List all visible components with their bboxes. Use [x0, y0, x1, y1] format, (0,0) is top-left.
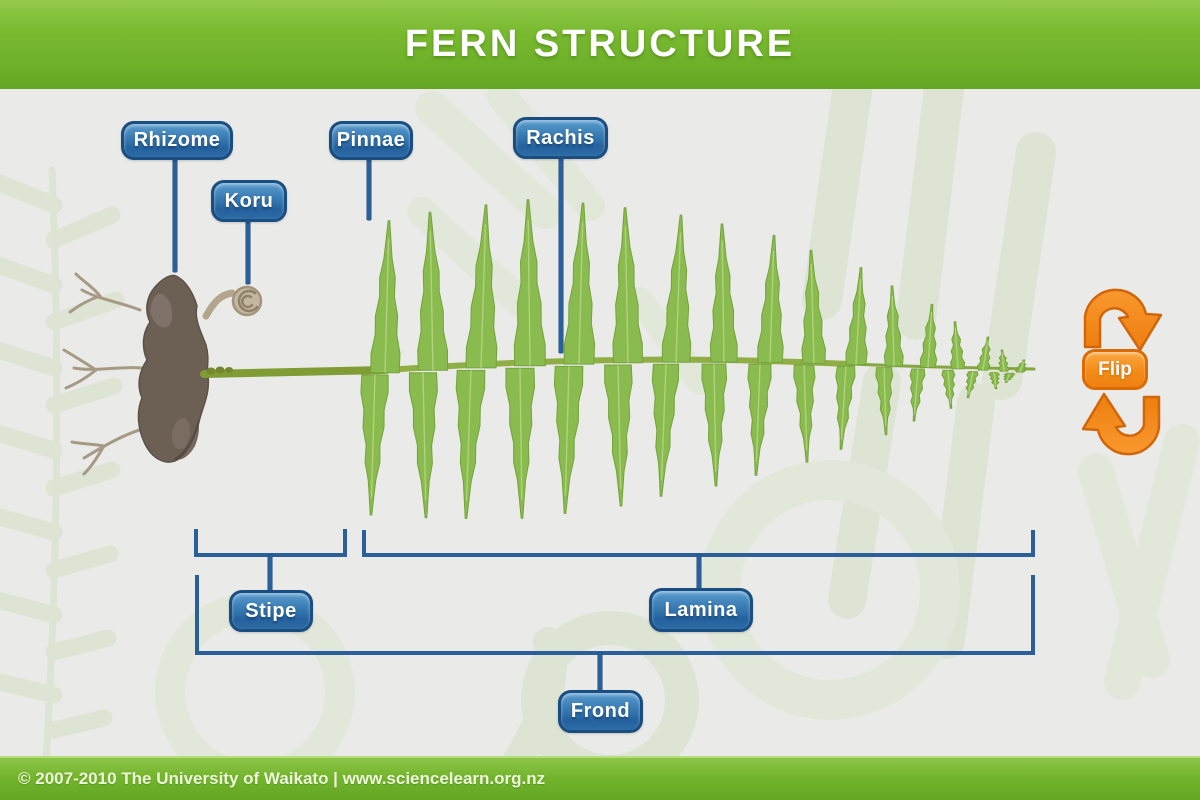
stipe-bracket [194, 529, 347, 557]
rachis-pointer-line [559, 156, 563, 353]
label-rachis: Rachis [513, 117, 608, 159]
rhizome-roots [62, 272, 148, 476]
lamina-bracket [362, 530, 1035, 557]
page-title: FERN STRUCTURE [404, 23, 796, 65]
koru-fiddlehead [202, 285, 263, 320]
label-frond: Frond [558, 690, 643, 733]
stipe-bracket-drop [268, 555, 272, 591]
rachis-stem [383, 356, 853, 373]
frond-bracket-drop [598, 653, 602, 692]
label-rhizome: Rhizome [121, 121, 233, 160]
copyright-text: © 2007-2010 The University of Waikato | … [18, 769, 546, 788]
pinnae-pointer-line [367, 158, 371, 220]
label-stipe: Stipe [229, 590, 313, 632]
footer-bar: © 2007-2010 The University of Waikato | … [0, 756, 1200, 800]
rhizome-pointer-line [173, 158, 177, 272]
flip-button[interactable]: Flip [1082, 349, 1148, 390]
rhizome-highlight [171, 417, 191, 450]
rhizome-body [137, 274, 210, 463]
label-koru: Koru [211, 180, 287, 222]
rachis-stem-tip [848, 362, 1036, 371]
silhouette-left-frond [0, 166, 125, 766]
frond-bracket [195, 575, 1035, 655]
stem-scales [206, 366, 233, 375]
rhizome-highlight [150, 293, 173, 328]
pinnae-leaflets [360, 199, 1027, 519]
koru-pointer-line [246, 218, 250, 284]
rhizome-shadow [173, 420, 199, 460]
label-pinnae: Pinnae [329, 121, 413, 160]
flip-arrow-top-icon[interactable] [1083, 288, 1163, 352]
flip-arrow-bottom-icon[interactable] [1081, 392, 1161, 456]
label-lamina: Lamina [649, 588, 753, 632]
title-bar: FERN STRUCTURE [0, 0, 1200, 89]
stipe-stem [200, 366, 390, 378]
lamina-bracket-drop [697, 555, 701, 589]
